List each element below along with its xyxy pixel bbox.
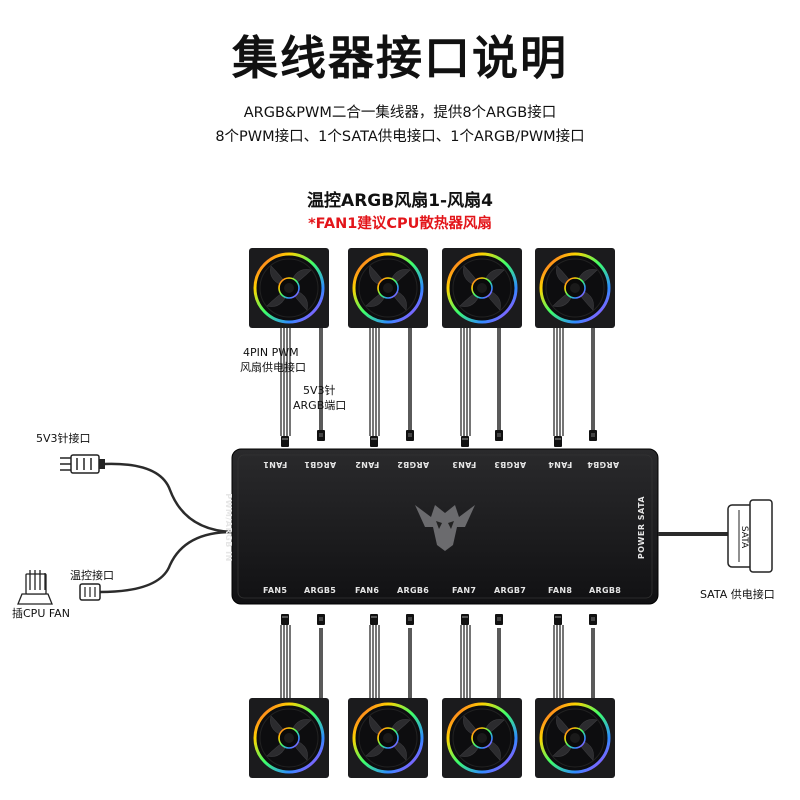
sata-cable [658, 499, 773, 573]
port-fan8: FAN8 [548, 586, 573, 595]
pwm-label-line-1: 4PIN PWM [243, 346, 299, 359]
hub-body [231, 448, 659, 605]
fan-7 [440, 696, 524, 780]
port-fan2: FAN2 [355, 460, 380, 469]
hub-right-side-label: POWER SATA [637, 495, 647, 560]
fan-8 [533, 696, 617, 780]
sata-power-label: SATA 供电接口 [700, 588, 775, 601]
subtitle-line-2: 8个PWM接口、1个SATA供电接口、1个ARGB/PWM接口 [215, 129, 585, 145]
port-argb2: ARGB2 [397, 460, 430, 469]
fan-1 [247, 246, 331, 330]
fan-6 [346, 696, 430, 780]
port-fan3: FAN3 [452, 460, 477, 469]
subtitle-line-1: ARGB&PWM二合一集线器，提供8个ARGB接口 [243, 105, 557, 121]
cpu-fan-header-icon [17, 570, 53, 605]
port-fan5: FAN5 [263, 586, 288, 595]
hub-left-side-label: PWM/ARGB IN [223, 493, 233, 562]
argb-label-line-2: ARGB端口 [293, 399, 347, 412]
bottom-connectors [281, 614, 597, 625]
fans-heading: 温控ARGB风扇1-风扇4 [307, 191, 493, 211]
top-fans [247, 246, 617, 330]
temp-ctrl-label: 温控接口 [70, 569, 114, 582]
page-title: 集线器接口说明 [232, 31, 568, 85]
port-argb4: ARGB4 [587, 460, 620, 469]
port-argb1: ARGB1 [304, 460, 337, 469]
cpu-fan-label: 插CPU FAN [12, 607, 70, 620]
hub-logo [415, 505, 475, 551]
port-fan7: FAN7 [452, 586, 477, 595]
bottom-fans [247, 696, 617, 780]
connector-temp [79, 583, 101, 601]
port-fan4: FAN4 [548, 460, 573, 469]
fan-5 [247, 696, 331, 780]
fan-3 [440, 246, 524, 330]
port-argb3: ARGB3 [494, 460, 527, 469]
fan-2 [346, 246, 430, 330]
input-cables [99, 462, 233, 594]
port-argb6: ARGB6 [397, 586, 430, 595]
input-5v3-label: 5V3针接口 [36, 432, 91, 445]
bottom-cables [280, 625, 564, 698]
bottom-argb-cables [319, 628, 595, 698]
top-argb-cables [319, 328, 595, 430]
fans-note: *FAN1建议CPU散热器风扇 [308, 216, 492, 232]
port-argb7: ARGB7 [494, 586, 527, 595]
pwm-label-line-2: 风扇供电接口 [240, 361, 306, 374]
port-argb5: ARGB5 [304, 586, 337, 595]
top-connectors [281, 430, 597, 447]
connector-5v3 [60, 454, 105, 474]
argb-label-line-1: 5V3针 [303, 384, 336, 397]
fan-4 [533, 246, 617, 330]
port-fan6: FAN6 [355, 586, 380, 595]
sata-connector-label: SATA [739, 525, 750, 549]
top-cables [280, 328, 564, 436]
port-fan1: FAN1 [263, 460, 288, 469]
port-argb8: ARGB8 [589, 586, 622, 595]
